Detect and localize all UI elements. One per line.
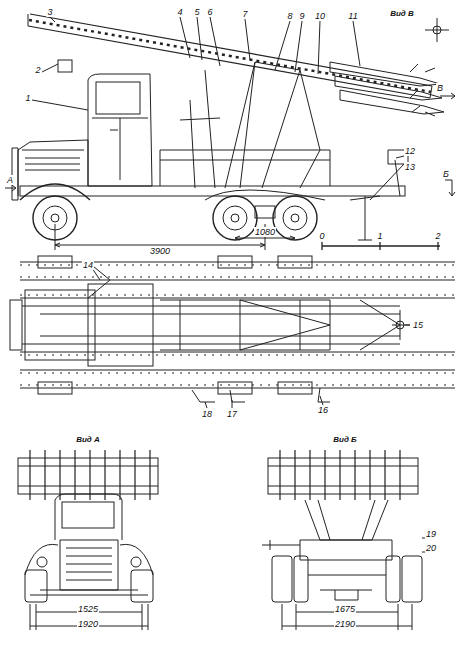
callout-number: 2 xyxy=(34,65,41,75)
view-label: Вид А xyxy=(75,435,101,445)
callout-number: 4 xyxy=(176,7,183,17)
callout-number: 19 xyxy=(425,529,437,539)
rear-view xyxy=(262,450,426,630)
front-view xyxy=(18,450,158,630)
callout-number: 1920 xyxy=(77,619,99,629)
side-view xyxy=(5,14,455,250)
callout-number: 3900 xyxy=(149,246,171,256)
callout-number: А xyxy=(6,175,14,185)
callout-number: 9 xyxy=(298,11,305,21)
callout-number: 1525 xyxy=(77,604,99,614)
callout-number: 11 xyxy=(347,11,358,21)
view-label: Вид В xyxy=(389,9,415,19)
callout-number: 1 xyxy=(376,231,383,241)
callout-number: 8 xyxy=(286,11,293,21)
callout-number: 13 xyxy=(404,162,416,172)
callout-number: В xyxy=(436,83,444,93)
callout-number: 7 xyxy=(241,9,248,19)
callout-number: 16 xyxy=(317,405,329,415)
callout-number: 2 xyxy=(434,231,441,241)
callout-number: 1080 xyxy=(254,227,276,237)
callout-number: 1 xyxy=(24,93,31,103)
callout-number: 3 xyxy=(46,7,53,17)
callout-number: 18 xyxy=(201,409,213,419)
callout-number: 2190 xyxy=(334,619,356,629)
callout-number: 0 xyxy=(318,231,325,241)
callout-number: 20 xyxy=(425,543,437,553)
callout-number: Б xyxy=(442,169,450,179)
callout-number: 17 xyxy=(226,409,238,419)
callout-number: 12 xyxy=(404,146,416,156)
view-label: Вид Б xyxy=(332,435,358,445)
callout-number: 10 xyxy=(314,11,326,21)
callout-number: 1675 xyxy=(334,604,356,614)
callout-number: 15 xyxy=(412,320,424,330)
top-view xyxy=(10,256,455,408)
callout-number: 6 xyxy=(206,7,213,17)
callout-number: 5 xyxy=(193,7,200,17)
callout-number: 14 xyxy=(82,260,94,270)
